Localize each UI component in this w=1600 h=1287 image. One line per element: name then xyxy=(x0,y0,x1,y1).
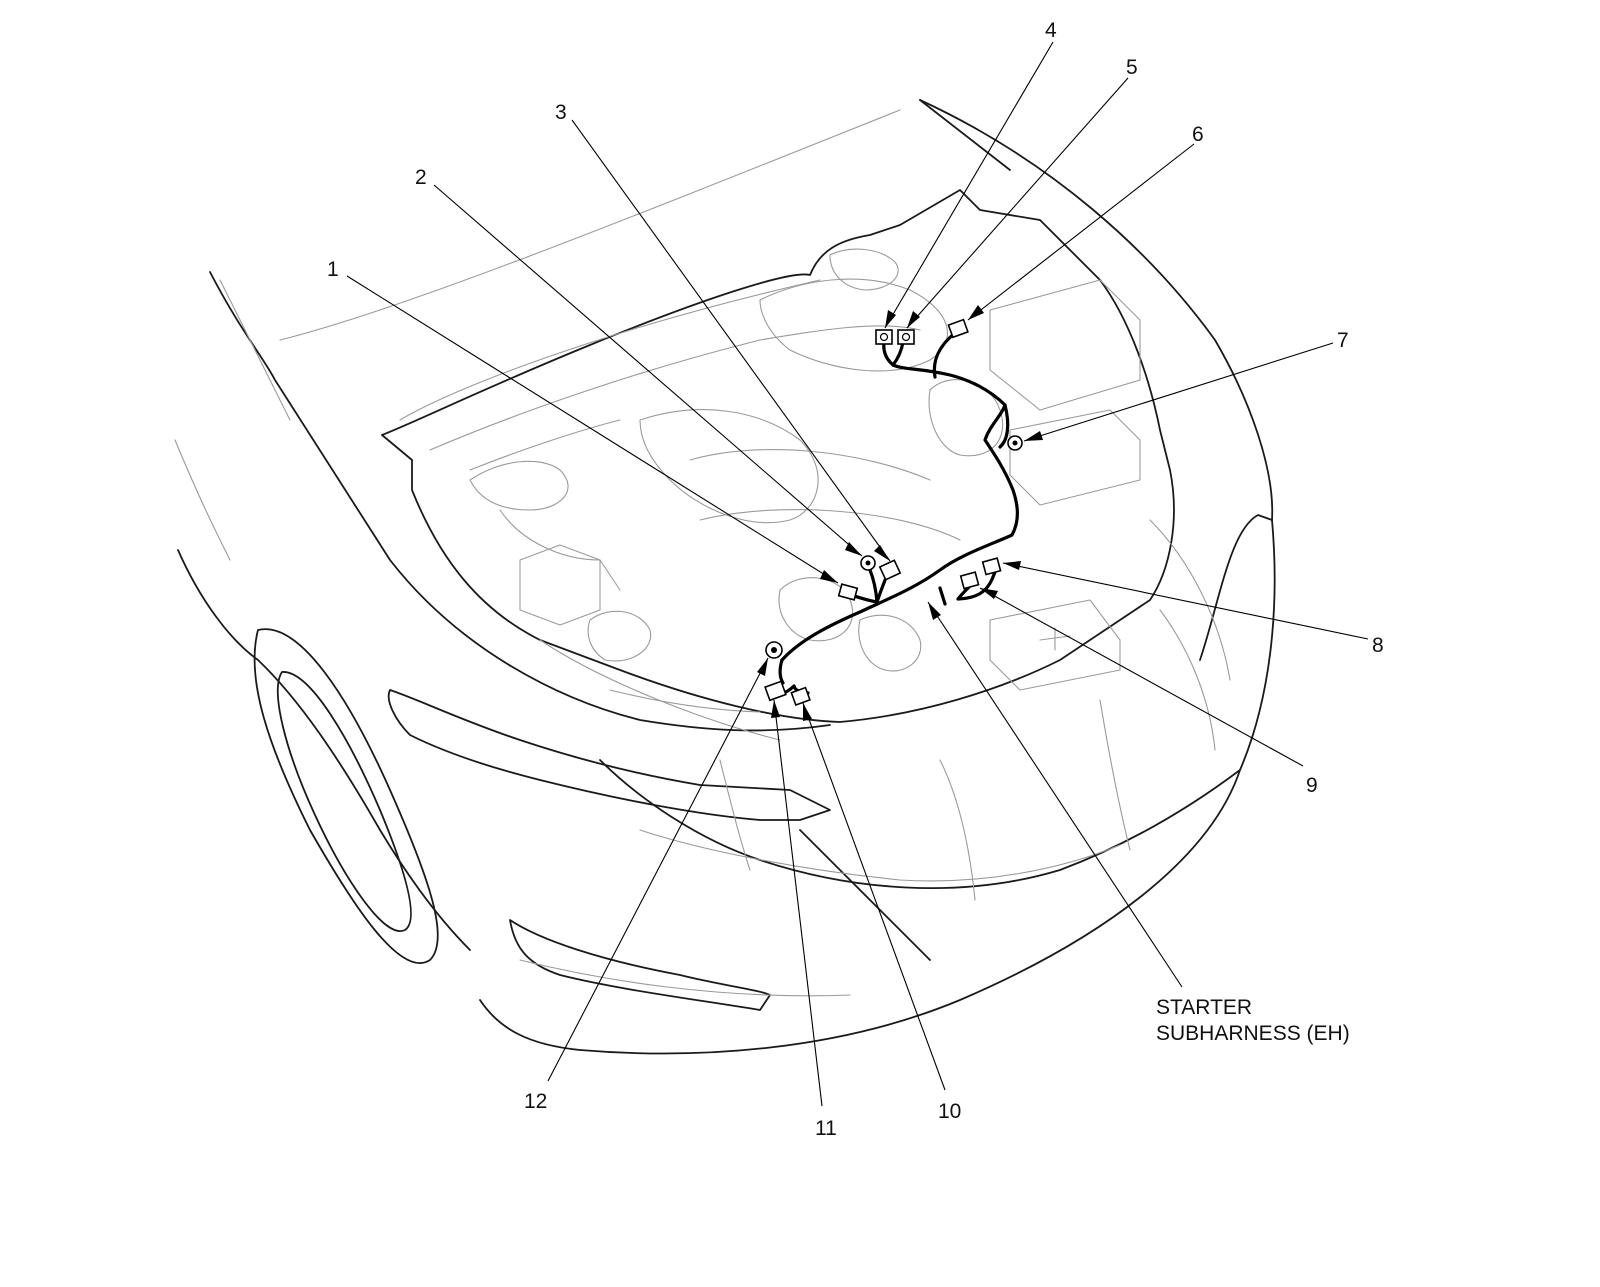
callout-12: 12 xyxy=(524,1090,547,1113)
connector-6 xyxy=(947,318,969,339)
callout-1: 1 xyxy=(327,258,339,281)
harness-branch-6 xyxy=(932,331,957,379)
leader-3 xyxy=(571,119,891,562)
connector-8 xyxy=(981,557,1002,576)
leader-6 xyxy=(967,143,1195,321)
callout-4: 4 xyxy=(1045,19,1057,42)
car-body-outline xyxy=(177,99,1276,1055)
connector-1 xyxy=(837,583,859,601)
leader-5 xyxy=(906,77,1129,329)
callout-labels: 1 2 3 4 5 6 7 8 9 10 11 12 STARTER SUBHA… xyxy=(327,19,1384,1140)
connectors xyxy=(764,318,1023,706)
callout-9: 9 xyxy=(1306,774,1318,797)
starter-subharness xyxy=(778,331,1019,696)
connector-10 xyxy=(790,686,811,706)
leader-10 xyxy=(802,702,946,1091)
leader-12 xyxy=(547,657,769,1082)
connector-11 xyxy=(764,680,787,702)
harness-branch-7 xyxy=(998,403,1010,449)
harness-label-line1: STARTER xyxy=(1156,996,1252,1019)
callout-7: 7 xyxy=(1337,329,1349,352)
callout-10: 10 xyxy=(938,1100,961,1123)
leader-7 xyxy=(1023,342,1334,442)
harness-label-line2: SUBHARNESS (EH) xyxy=(1156,1022,1350,1045)
leader-8 xyxy=(1002,562,1369,640)
engine-bay-details xyxy=(174,109,1231,997)
harness-branch-4-5 xyxy=(882,340,905,367)
leader-2 xyxy=(433,184,863,557)
connector-9 xyxy=(959,571,980,590)
callout-3: 3 xyxy=(555,101,567,124)
callout-5: 5 xyxy=(1126,56,1138,79)
connector-4 xyxy=(875,329,893,345)
connector-5 xyxy=(897,329,915,345)
leader-starter xyxy=(927,601,1183,988)
leader-lines xyxy=(346,41,1369,1107)
leader-4 xyxy=(884,41,1054,329)
callout-11: 11 xyxy=(815,1117,837,1140)
harness-main-run xyxy=(780,363,1019,662)
connector-3 xyxy=(878,559,902,581)
leader-9 xyxy=(979,587,1304,767)
callout-2: 2 xyxy=(415,166,427,189)
leader-11 xyxy=(773,699,823,1107)
callout-8: 8 xyxy=(1372,634,1384,657)
leader-1 xyxy=(346,275,839,584)
callout-6: 6 xyxy=(1192,123,1204,146)
